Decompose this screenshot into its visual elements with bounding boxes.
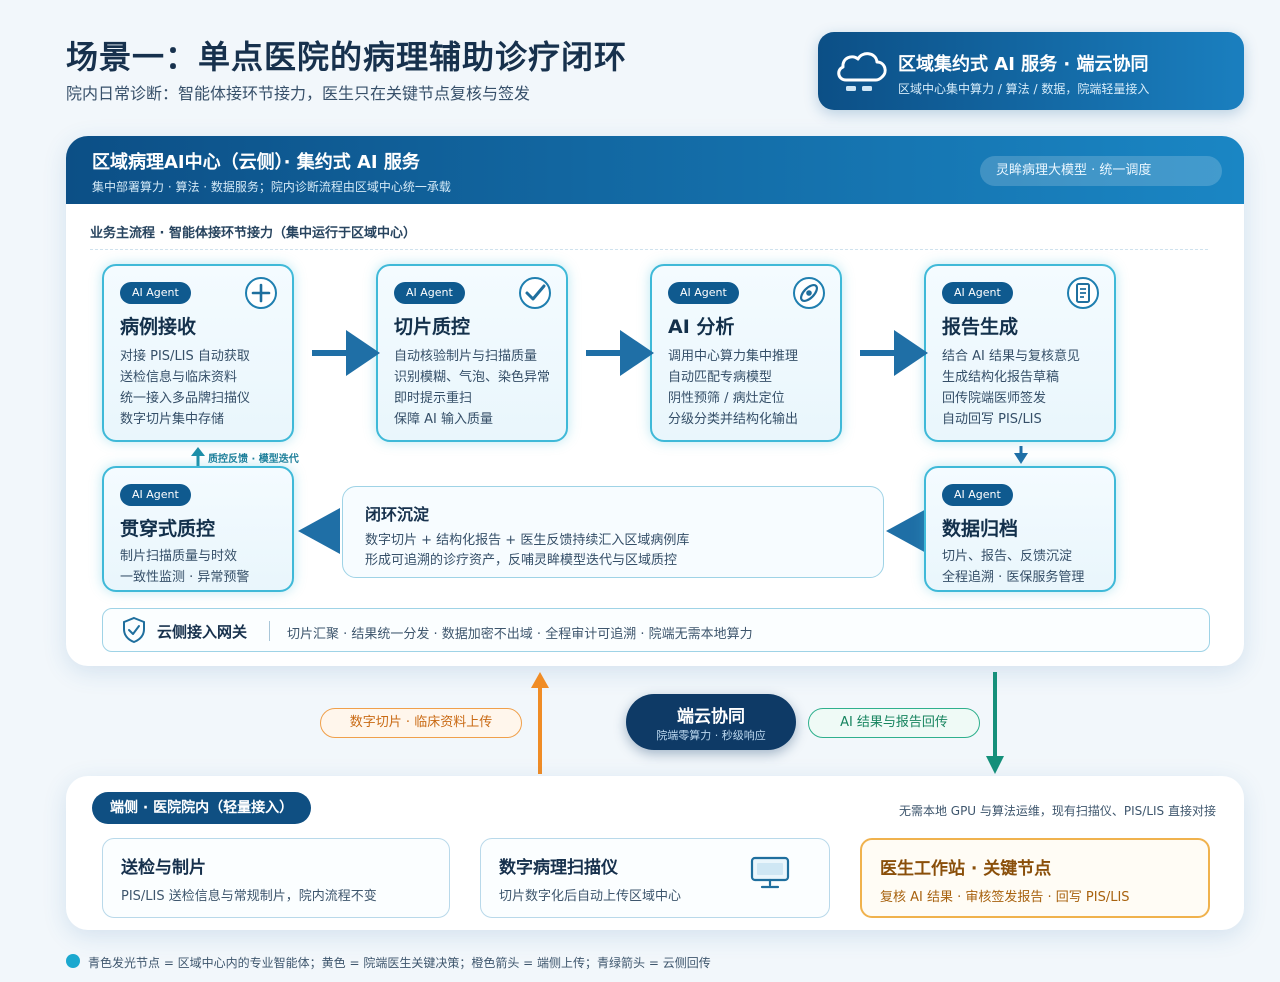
legend-dot bbox=[66, 954, 80, 968]
agent-title: AI 分析 bbox=[668, 316, 735, 338]
agent-badge: AI Agent bbox=[120, 282, 191, 304]
document-icon bbox=[1067, 277, 1099, 309]
divider bbox=[90, 249, 1208, 250]
flow-arrow-left bbox=[886, 508, 928, 554]
top-badge: 区域集约式 AI 服务 · 端云协同 区域中心集中算力 / 算法 / 数据，院端… bbox=[818, 32, 1244, 110]
edge-note: 无需本地 GPU 与算法运维，现有扫描仪、PIS/LIS 直接对接 bbox=[898, 804, 1216, 818]
edge-cloud-node: 端云协同 院端零算力 · 秒级响应 bbox=[626, 694, 796, 750]
shield-icon bbox=[123, 616, 145, 644]
plus-icon bbox=[245, 277, 277, 309]
top-badge-title: 区域集约式 AI 服务 · 端云协同 bbox=[898, 54, 1149, 75]
region-title: 区域病理AI中心（云侧）· 集约式 AI 服务 bbox=[92, 152, 420, 173]
agent-card-through-qc: AI Agent 贯穿式质控 制片扫描质量与时效一致性监测 · 异常预警 bbox=[102, 466, 294, 592]
flow-arrow-right bbox=[860, 330, 928, 376]
gateway-name: 云侧接入网关 bbox=[157, 623, 248, 641]
edge-card-desc: PIS/LIS 送检信息与常规制片，院内流程不变 bbox=[121, 889, 377, 904]
flow-arrow-right bbox=[312, 330, 380, 376]
edge-card-desc: 切片数字化后自动上传区域中心 bbox=[499, 889, 682, 904]
upload-label: 数字切片 · 临床资料上传 bbox=[320, 708, 522, 738]
edge-card-doctor-workstation: 医生工作站 · 关键节点 复核 AI 结果 · 审核签发报告 · 回写 PIS/… bbox=[860, 838, 1210, 918]
edge-card-submission: 送检与制片 PIS/LIS 送检信息与常规制片，院内流程不变 bbox=[102, 838, 450, 918]
agent-description: 结合 AI 结果与复核意见生成结构化报告草稿回传院端医师签发自动回写 PIS/L… bbox=[942, 349, 1080, 427]
monitor-icon bbox=[750, 856, 790, 889]
page-title: 场景一：单点医院的病理辅助诊疗闭环 bbox=[66, 38, 628, 76]
edge-card-title: 送检与制片 bbox=[121, 858, 206, 878]
agent-badge: AI Agent bbox=[668, 282, 739, 304]
page-subtitle: 院内日常诊断：智能体接环节接力，医生只在关键节点复核与签发 bbox=[66, 84, 531, 103]
agent-title: 切片质控 bbox=[394, 316, 471, 338]
check-icon bbox=[519, 277, 551, 309]
closed-loop-box: 闭环沉淀 数字切片 + 结构化报告 + 医生反馈持续汇入区域病例库 形成可追溯的… bbox=[342, 486, 884, 578]
cloud-icon bbox=[837, 52, 887, 91]
edge-card-title: 数字病理扫描仪 bbox=[499, 858, 618, 878]
feedback-arrow-up bbox=[191, 447, 205, 466]
flow-arrow-right bbox=[586, 330, 654, 376]
edge-cloud-subtitle: 院端零算力 · 秒级响应 bbox=[656, 729, 766, 742]
edge-pill: 端侧 · 医院院内（轻量接入） bbox=[92, 792, 312, 824]
flow-arrow-down bbox=[1014, 446, 1028, 464]
top-badge-subtitle: 区域中心集中算力 / 算法 / 数据，院端轻量接入 bbox=[898, 82, 1150, 96]
agent-badge: AI Agent bbox=[120, 484, 191, 506]
edge-panel: 端侧 · 医院院内（轻量接入） 无需本地 GPU 与算法运维，现有扫描仪、PIS… bbox=[66, 776, 1244, 930]
region-subtitle: 集中部署算力 · 算法 · 数据服务；院内诊断流程由区域中心统一承载 bbox=[92, 180, 451, 194]
agent-description: 自动核验制片与扫描质量识别模糊、气泡、染色异常即时提示重扫保障 AI 输入质量 bbox=[394, 349, 551, 427]
agent-card-report-generation: AI Agent 报告生成 结合 AI 结果与复核意见生成结构化报告草稿回传院端… bbox=[924, 264, 1116, 442]
agent-badge: AI Agent bbox=[942, 484, 1013, 506]
download-label: AI 结果与报告回传 bbox=[808, 708, 980, 738]
feedback-label: 质控反馈 · 模型迭代 bbox=[208, 454, 299, 465]
agent-badge: AI Agent bbox=[394, 282, 465, 304]
agent-card-data-archive: AI Agent 数据归档 切片、报告、反馈沉淀全程追溯 · 医保服务管理 bbox=[924, 466, 1116, 592]
download-arrow bbox=[986, 672, 1004, 774]
edge-cloud-title: 端云协同 bbox=[677, 707, 745, 727]
cloud-gateway-bar: 云侧接入网关 切片汇聚 · 结果统一分发 · 数据加密不出域 · 全程审计可追溯… bbox=[102, 608, 1210, 652]
scope-icon bbox=[793, 277, 825, 309]
agent-title: 病例接收 bbox=[120, 316, 197, 338]
flow-arrow-left bbox=[298, 508, 340, 554]
agent-description: 制片扫描质量与时效一致性监测 · 异常预警 bbox=[120, 549, 250, 585]
edge-card-desc: 复核 AI 结果 · 审核签发报告 · 回写 PIS/LIS bbox=[880, 890, 1130, 905]
agent-card-slide-qc: AI Agent 切片质控 自动核验制片与扫描质量识别模糊、气泡、染色异常即时提… bbox=[376, 264, 568, 442]
gateway-description: 切片汇聚 · 结果统一分发 · 数据加密不出域 · 全程审计可追溯 · 院端无需… bbox=[287, 627, 753, 642]
model-pill: 灵眸病理大模型 · 统一调度 bbox=[980, 156, 1222, 186]
agent-description: 调用中心算力集中推理自动匹配专病模型阴性预筛 / 病灶定位分级分类并结构化输出 bbox=[668, 349, 799, 427]
agent-description: 切片、报告、反馈沉淀全程追溯 · 医保服务管理 bbox=[942, 549, 1085, 585]
agent-title: 报告生成 bbox=[942, 316, 1019, 338]
agent-card-ai-analysis: AI Agent AI 分析 调用中心算力集中推理自动匹配专病模型阴性预筛 / … bbox=[650, 264, 842, 442]
agent-description: 对接 PIS/LIS 自动获取送检信息与临床资料统一接入多品牌扫描仪数字切片集中… bbox=[120, 349, 251, 427]
closed-loop-line: 数字切片 + 结构化报告 + 医生反馈持续汇入区域病例库 bbox=[365, 533, 690, 548]
gateway-separator bbox=[269, 621, 270, 641]
agent-badge: AI Agent bbox=[942, 282, 1013, 304]
region-header: 区域病理AI中心（云侧）· 集约式 AI 服务 集中部署算力 · 算法 · 数据… bbox=[66, 136, 1244, 204]
edge-card-title: 医生工作站 · 关键节点 bbox=[880, 859, 1052, 879]
upload-arrow bbox=[531, 672, 549, 774]
flow-label: 业务主流程 · 智能体接环节接力（集中运行于区域中心） bbox=[90, 226, 416, 241]
agent-title: 数据归档 bbox=[942, 518, 1019, 540]
legend-text: 青色发光节点 = 区域中心内的专业智能体；黄色 = 院端医生关键决策；橙色箭头 … bbox=[88, 956, 711, 970]
agent-title: 贯穿式质控 bbox=[120, 518, 216, 540]
agent-card-case-intake: AI Agent 病例接收 对接 PIS/LIS 自动获取送检信息与临床资料统一… bbox=[102, 264, 294, 442]
closed-loop-line: 形成可追溯的诊疗资产，反哺灵眸模型迭代与区域质控 bbox=[365, 553, 678, 568]
closed-loop-title: 闭环沉淀 bbox=[365, 505, 430, 524]
edge-card-scanner: 数字病理扫描仪 切片数字化后自动上传区域中心 bbox=[480, 838, 830, 918]
